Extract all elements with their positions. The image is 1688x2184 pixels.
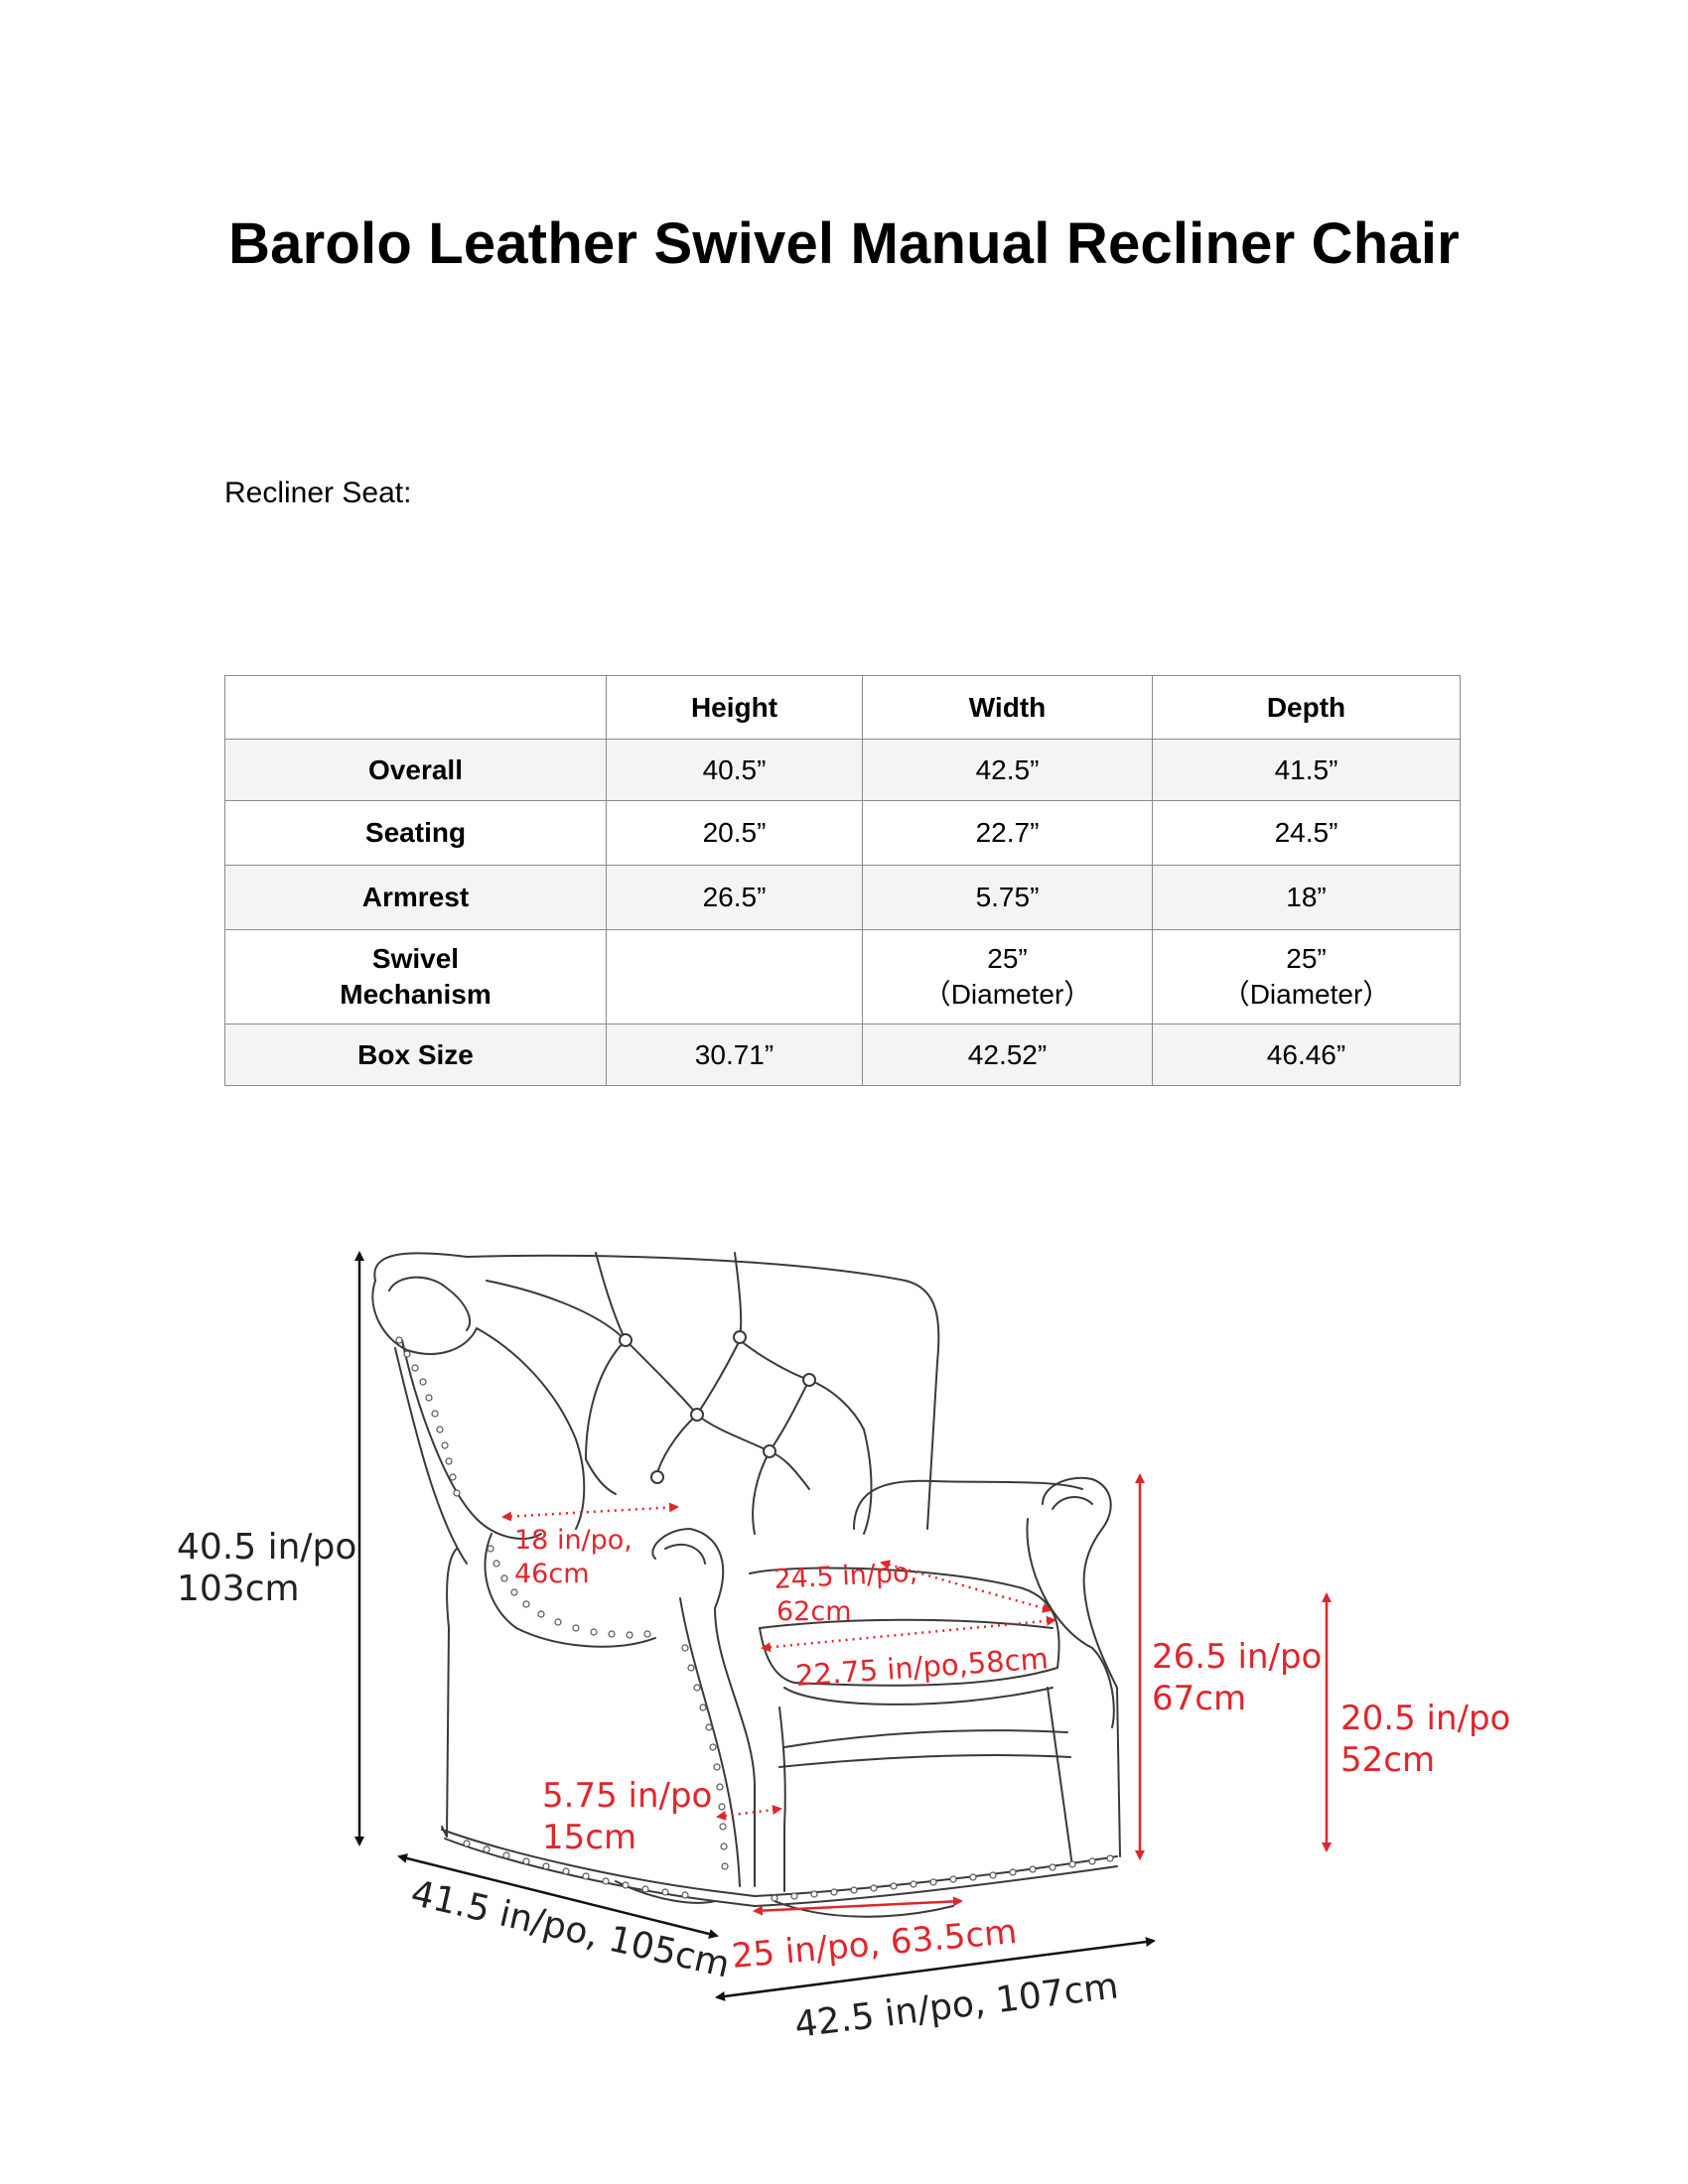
swivel-label: 25 in/po, 63.5cm bbox=[730, 1912, 1018, 1977]
nailhead-trim bbox=[395, 1336, 1114, 1902]
row-label: Seating bbox=[224, 800, 607, 866]
cell-line: 25” bbox=[987, 943, 1028, 974]
table-cell: 40.5” bbox=[606, 739, 863, 801]
table-cell: 25” （Diameter） bbox=[862, 929, 1153, 1024]
table-row: Box Size 30.71” 42.52” 46.46” bbox=[224, 1024, 1461, 1086]
arm-height-label-metric: 67cm bbox=[1152, 1679, 1246, 1718]
seat-depth-label-metric: 62cm bbox=[776, 1596, 852, 1627]
dimensions-table: Height Width Depth Overall 40.5” 42.5” 4… bbox=[224, 675, 1461, 1086]
detail-dimension-lines bbox=[501, 1473, 1332, 1916]
table-row: Seating 20.5” 22.7” 24.5” bbox=[224, 800, 1461, 866]
cell-line: （Diameter） bbox=[922, 979, 1092, 1010]
table-header-row: Height Width Depth bbox=[224, 675, 1461, 740]
cell-line: （Diameter） bbox=[1221, 979, 1391, 1010]
seat-width-line bbox=[761, 1615, 1056, 1653]
row-label: Box Size bbox=[224, 1024, 607, 1086]
table-cell: 26.5” bbox=[606, 865, 863, 930]
page-title: Barolo Leather Swivel Manual Recliner Ch… bbox=[228, 211, 1460, 276]
arm-width-label: 5.75 in/po bbox=[542, 1776, 712, 1816]
table-row: Swivel Mechanism 25” （Diameter） 25” （Dia… bbox=[224, 929, 1461, 1024]
arm-depth-line bbox=[501, 1502, 679, 1522]
overall-height-label: 40.5 in/po bbox=[177, 1527, 356, 1568]
table-cell: 30.71” bbox=[606, 1024, 863, 1086]
arm-depth-label: 18 in/po, bbox=[514, 1525, 633, 1556]
arm-height-label: 26.5 in/po bbox=[1152, 1637, 1322, 1677]
table-cell: 18” bbox=[1152, 865, 1461, 930]
overall-dimension-lines bbox=[354, 1251, 1156, 2001]
arm-width-label-metric: 15cm bbox=[542, 1818, 636, 1857]
row-label: Armrest bbox=[224, 865, 607, 930]
section-label: Recliner Seat: bbox=[224, 477, 412, 509]
table-header-cell bbox=[224, 675, 607, 740]
table-cell: 42.52” bbox=[862, 1024, 1153, 1086]
seat-height-label: 20.5 in/po bbox=[1340, 1699, 1510, 1738]
swivel-line bbox=[753, 1896, 963, 1916]
table-cell: 25” （Diameter） bbox=[1152, 929, 1461, 1024]
table-cell: 42.5” bbox=[862, 739, 1153, 801]
overall-height-label-metric: 103cm bbox=[177, 1569, 300, 1609]
table-row: Overall 40.5” 42.5” 41.5” bbox=[224, 739, 1461, 801]
table-cell bbox=[606, 929, 863, 1024]
table-cell: 22.7” bbox=[862, 800, 1153, 866]
seat-depth-label: 24.5 in/po, bbox=[774, 1557, 918, 1595]
arm-width-line bbox=[716, 1805, 782, 1821]
row-label-line: Swivel bbox=[371, 943, 460, 974]
cell-line: 25” bbox=[1286, 943, 1327, 974]
overall-width-line bbox=[715, 1937, 1156, 2001]
overall-width-label: 42.5 in/po, 107cm bbox=[792, 1966, 1120, 2046]
arm-depth-label-metric: 46cm bbox=[514, 1559, 590, 1589]
seat-depth-line bbox=[880, 1560, 1053, 1613]
row-label: Swivel Mechanism bbox=[224, 929, 607, 1024]
table-cell: 20.5” bbox=[606, 800, 863, 866]
overall-depth-label: 41.5 in/po, 105cm bbox=[407, 1873, 734, 1986]
row-label-line: Mechanism bbox=[340, 979, 492, 1010]
overall-depth-line bbox=[397, 1853, 719, 1939]
table-cell: 5.75” bbox=[862, 865, 1153, 930]
table-row: Armrest 26.5” 5.75” 18” bbox=[224, 865, 1461, 930]
chair-illustration bbox=[371, 1252, 1121, 1918]
table-cell: 46.46” bbox=[1152, 1024, 1461, 1086]
seat-height-label-metric: 52cm bbox=[1340, 1740, 1435, 1780]
